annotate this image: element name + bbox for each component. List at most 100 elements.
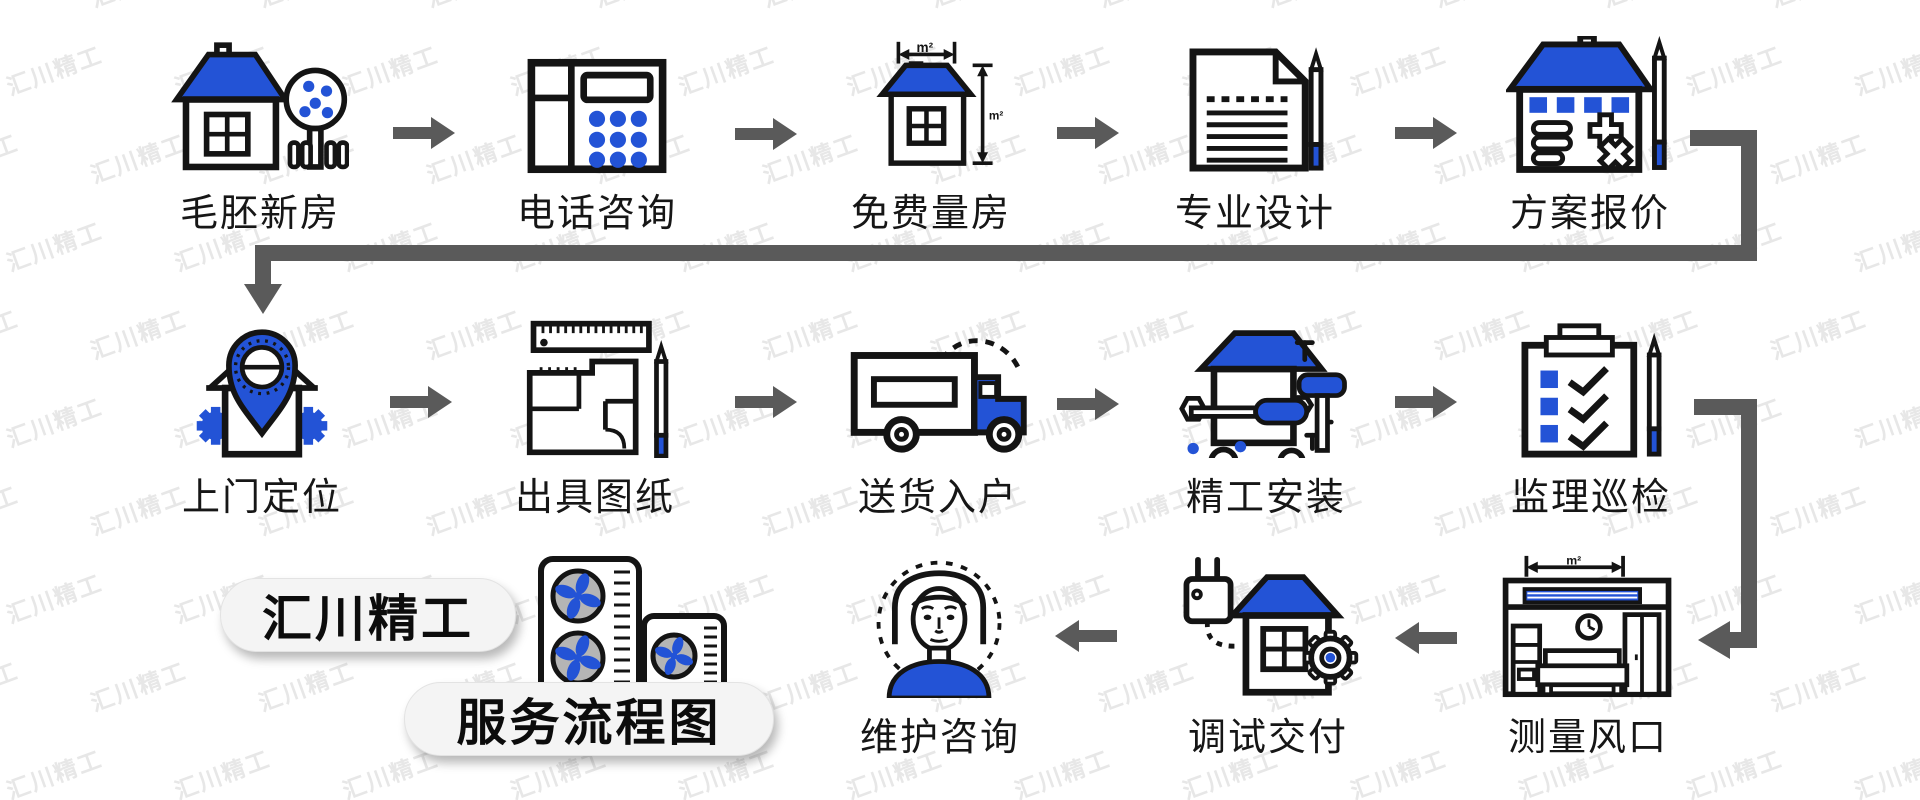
flow-arrow-left-icon bbox=[1395, 622, 1457, 654]
step-label: 出具图纸 bbox=[514, 477, 675, 519]
watermark-text: 汇川精工 bbox=[255, 657, 359, 717]
watermark-text: 汇川精工 bbox=[1261, 0, 1367, 14]
screwdriver-handle bbox=[1253, 397, 1310, 426]
step-quotation: 方案报价 bbox=[1490, 36, 1690, 237]
watermark-text: 汇川精工 bbox=[0, 129, 23, 189]
step-label: 专业设计 bbox=[1174, 193, 1335, 235]
watermark-text: 汇川精工 bbox=[1347, 41, 1451, 101]
watermark-text: 汇川精工 bbox=[421, 0, 527, 14]
flow-arrow-right-icon bbox=[390, 386, 452, 418]
telephone-icon bbox=[527, 58, 667, 174]
step-maintenance: 维护咨询 bbox=[840, 554, 1040, 761]
step-label: 精工安装 bbox=[1185, 477, 1346, 519]
watermark-text: 汇川精工 bbox=[0, 0, 23, 14]
watermark-text: 汇川精工 bbox=[1767, 481, 1871, 541]
design-document-icon bbox=[1189, 47, 1324, 172]
watermark-text: 汇川精工 bbox=[0, 657, 23, 717]
watermark-text: 汇川精工 bbox=[757, 0, 863, 14]
checklist-clipboard-icon bbox=[1521, 323, 1662, 458]
m2-unit-label: m² bbox=[989, 110, 1003, 123]
flow-arrow-right-icon bbox=[1395, 117, 1457, 149]
watermark-text: 汇川精工 bbox=[3, 217, 107, 277]
watermark-text: 汇川精工 bbox=[0, 305, 23, 365]
diagram-title: 服务流程图 bbox=[456, 695, 722, 751]
flow-arrow-right-icon bbox=[1395, 386, 1457, 418]
ac-outdoor-units-icon bbox=[538, 556, 727, 698]
ac-grille-lines bbox=[704, 626, 717, 684]
watermark-text: 汇川精工 bbox=[1683, 41, 1787, 101]
step-phone-consult: 电话咨询 bbox=[497, 38, 697, 237]
step-label: 调试交付 bbox=[1187, 717, 1348, 759]
air-vent-grille bbox=[1522, 587, 1642, 605]
service-person-icon bbox=[876, 560, 1002, 698]
step-label: 测量风口 bbox=[1507, 717, 1668, 759]
watermark-text: 汇川精工 bbox=[1683, 745, 1787, 800]
step-free-measure: m² m² 免费量房 bbox=[831, 38, 1031, 237]
watermark-text: 汇川精工 bbox=[1765, 0, 1871, 14]
diagram-title-pill: 服务流程图 bbox=[404, 682, 774, 756]
ruler-ticks bbox=[541, 323, 643, 334]
watermark-text: 汇川精工 bbox=[1851, 41, 1920, 101]
watermark-text: 汇川精工 bbox=[1851, 217, 1920, 277]
step-label: 毛胚新房 bbox=[179, 193, 340, 235]
watermark-text: 汇川精工 bbox=[1767, 305, 1871, 365]
step-drawings: 出具图纸 bbox=[495, 316, 695, 521]
watermark-text: 汇川精工 bbox=[3, 569, 107, 629]
watermark-text: 汇川精工 bbox=[1683, 569, 1787, 629]
watermark-text: 汇川精工 bbox=[85, 0, 191, 14]
blueprint-ruler-pen-icon bbox=[526, 320, 669, 458]
power-plug bbox=[1183, 576, 1234, 625]
house-tree-icon bbox=[171, 42, 349, 171]
flow-arrow-right-icon bbox=[393, 117, 455, 149]
watermark-text: 汇川精工 bbox=[253, 0, 359, 14]
step-supervision: 监理巡检 bbox=[1491, 316, 1691, 521]
watermark-text: 汇川精工 bbox=[925, 0, 1031, 14]
step-commission: 调试交付 bbox=[1168, 554, 1368, 761]
step-label: 送货入户 bbox=[857, 477, 1018, 519]
quotation-house-icon bbox=[1506, 36, 1667, 173]
plug-house-gear-icon bbox=[1183, 556, 1359, 696]
measure-house-icon: m² m² bbox=[876, 40, 1003, 166]
sofa-seat bbox=[1535, 663, 1630, 688]
step-delivery: 送货入户 bbox=[838, 316, 1038, 521]
watermark-text: 汇川精工 bbox=[1851, 393, 1920, 453]
watermark-text: 汇川精工 bbox=[1597, 0, 1703, 14]
room-air-vent-icon: m² bbox=[1502, 554, 1672, 698]
hammer-head bbox=[1296, 372, 1347, 398]
step-new-house: 毛胚新房 bbox=[160, 38, 360, 237]
location-pin-gears-icon bbox=[196, 329, 328, 458]
floorplan-walls bbox=[529, 372, 636, 430]
m2-unit-label: m² bbox=[1566, 554, 1581, 567]
step-measure-vent: m² 测量风口 bbox=[1488, 554, 1688, 761]
watermark-text: 汇川精工 bbox=[1851, 745, 1920, 800]
step-label: 方案报价 bbox=[1509, 193, 1670, 235]
watermark-text: 汇川精工 bbox=[87, 657, 191, 717]
watermark-text: 汇川精工 bbox=[589, 0, 695, 14]
watermark-text: 汇川精工 bbox=[0, 481, 23, 541]
shoulders bbox=[886, 659, 992, 698]
step-label: 免费量房 bbox=[850, 193, 1011, 235]
flow-arrow-right-icon bbox=[735, 386, 797, 418]
hammer-handle bbox=[1314, 393, 1330, 453]
screwdriver-blade bbox=[1188, 405, 1258, 419]
brand-name: 汇川精工 bbox=[262, 591, 474, 647]
watermark-text: 汇川精工 bbox=[1429, 0, 1535, 14]
watermark-text: 汇川精工 bbox=[3, 41, 107, 101]
step-label: 维护咨询 bbox=[859, 717, 1020, 759]
watermark-text: 汇川精工 bbox=[1093, 0, 1199, 14]
watermark-text: 汇川精工 bbox=[1851, 569, 1920, 629]
step-label: 上门定位 bbox=[181, 477, 342, 519]
watermark-text: 汇川精工 bbox=[171, 745, 275, 800]
flow-arrow-left-icon bbox=[1055, 620, 1117, 652]
house-tools-icon bbox=[1179, 330, 1347, 458]
watermark-text: 汇川精工 bbox=[3, 745, 107, 800]
m2-unit-label: m² bbox=[917, 40, 934, 55]
flow-arrow-right-icon bbox=[1057, 388, 1119, 420]
watermark-text: 汇川精工 bbox=[1683, 393, 1787, 453]
watermark-text: 汇川精工 bbox=[3, 393, 107, 453]
watermark-text: 汇川精工 bbox=[1767, 129, 1871, 189]
brand-name-pill: 汇川精工 bbox=[220, 578, 516, 652]
watermark-text: 汇川精工 bbox=[1683, 217, 1787, 277]
step-label: 电话咨询 bbox=[516, 193, 677, 235]
flow-arrow-right-icon bbox=[1057, 117, 1119, 149]
